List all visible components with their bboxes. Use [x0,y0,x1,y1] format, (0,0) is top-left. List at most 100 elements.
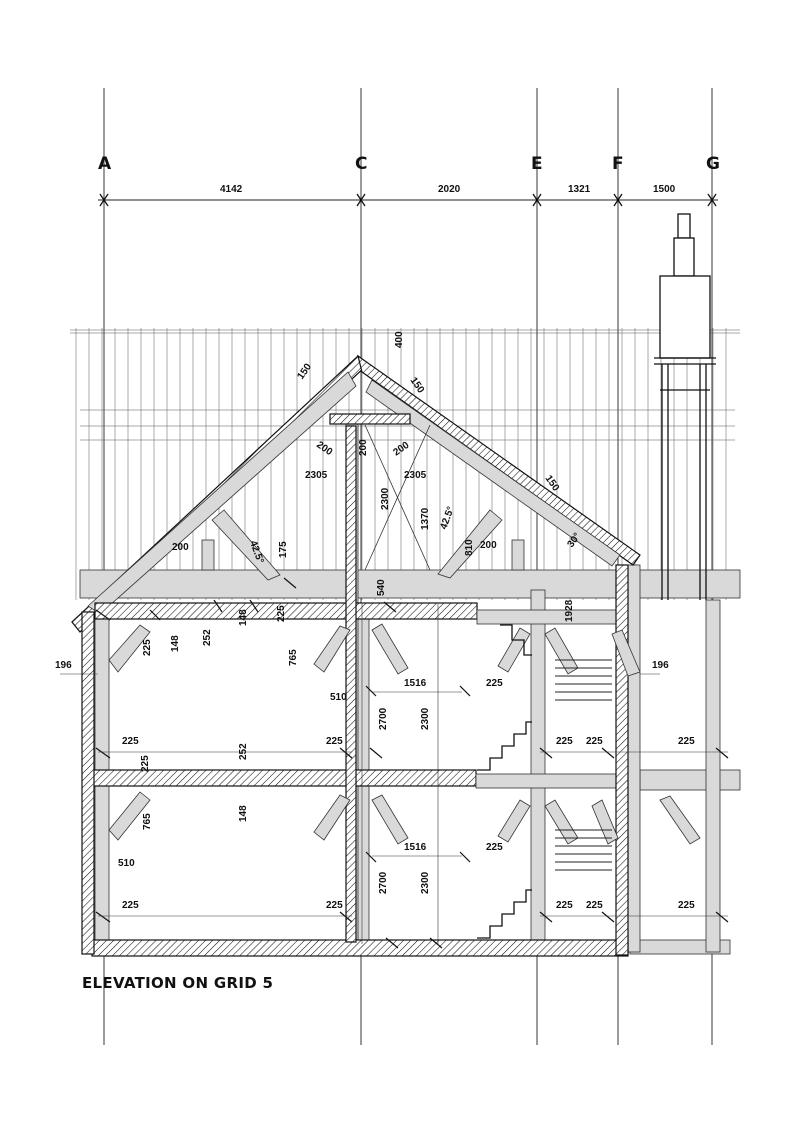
dimension-tick [539,747,553,759]
dim-lower-2300: 2300 [420,871,431,894]
dimension-tick [383,601,397,613]
dim-1370: 1370 [420,507,431,530]
dim-ground-225-e: 225 [556,900,573,911]
dimension-tick [95,609,111,621]
grid-label-a: A [98,154,112,174]
dim-175: 175 [278,541,289,558]
ground-beam [91,939,629,957]
grid-label-c: C [355,154,367,174]
dim-lower-765: 765 [142,813,153,830]
dim-mid-148: 148 [238,805,249,822]
dim-2300-roof: 2300 [380,487,391,510]
dim-brace-765: 765 [288,649,299,666]
dim-mid-225: 225 [140,755,151,772]
dimension-tick [539,911,553,923]
dim-e-f: 1321 [568,184,591,195]
dimension-tick [385,937,399,949]
dimension-tick [339,911,353,923]
dimension-tick [365,851,377,863]
dimension-tick [459,685,471,697]
dimension-tick [339,747,353,759]
dim-ground-225-f: 225 [586,900,603,911]
background-stud-group [75,328,727,600]
dim-span-left: 2305 [305,470,328,481]
dim-brace-510: 510 [330,692,347,703]
dim-first-225-f: 225 [586,736,603,747]
rafter-right [357,354,641,566]
dim-lower-1516: 1516 [404,842,427,853]
dimension-tick [95,911,111,923]
dimension-tick [249,599,259,613]
dim-lower-225-b: 225 [486,842,503,853]
background-beam-lower [639,769,741,791]
dim-2300: 2300 [420,707,431,730]
dim-lower-510: 510 [118,858,135,869]
mid-floor-beam-right [475,773,627,789]
dim-upper-252: 252 [202,629,213,646]
dim-c-e: 2020 [438,184,461,195]
dim-810: 810 [464,539,475,556]
dim-1928: 1928 [564,599,575,622]
floor-braces [108,623,701,845]
grid-label-e: E [531,154,543,174]
dim-ground-225-l: 225 [122,900,139,911]
drawing-title: ELEVATION ON GRID 5 [82,974,273,992]
grid-label-g: G [706,154,720,174]
background-studs [70,329,740,441]
dim-rafter-left: 150 [295,361,314,381]
dim-mid-252: 252 [238,743,249,760]
wall-center [345,425,357,943]
dim-ridge-400: 400 [394,331,405,348]
wall-right [615,564,629,956]
dim-pitch-right: 42.5° [438,505,456,531]
dim-first-225-g: 225 [678,736,695,747]
dim-lower-2700: 2700 [378,871,389,894]
dim-wall-196-right: 196 [652,660,669,671]
dimension-tick [429,937,443,949]
dim-upper-225: 225 [276,605,287,622]
dim-upper-148b: 148 [238,609,249,626]
dimension-tick [601,747,615,759]
dim-a-c: 4142 [220,184,243,195]
dimension-tick [365,685,377,697]
dimension-tick [149,609,161,621]
dimension-tick [95,747,111,759]
dim-2700: 2700 [378,707,389,730]
dimension-tick [601,911,615,923]
dimension-tick [459,851,471,863]
dim-tie-right: 200 [480,540,497,551]
dim-200-c: 200 [391,440,411,459]
dim-wall-196-left: 196 [55,660,72,671]
dim-tie-left: 200 [172,542,189,553]
dim-upper-148: 148 [170,635,181,652]
dimension-tick [369,747,383,759]
wall-left [81,611,95,955]
grid-dimension-line [98,193,718,207]
chimney [654,213,716,600]
dim-first-225-l: 225 [122,736,139,747]
dim-first-225-e: 225 [556,736,573,747]
dim-200-a: 200 [314,439,334,458]
dim-200-b: 200 [358,439,369,456]
dim-f-g: 1500 [653,184,676,195]
dimension-tick [715,911,729,923]
dimension-tick [715,747,729,759]
dim-upper-225-b: 225 [486,678,503,689]
stairs [477,624,612,939]
dim-upper-225-a: 225 [142,639,153,656]
dimension-tick [283,577,297,589]
dim-span-right: 2305 [404,470,427,481]
dim-first-225-c: 225 [326,736,343,747]
collar-beam [329,413,411,425]
upper-floor-beam-right [476,609,628,625]
dim-ground-225-g: 225 [678,900,695,911]
dim-540: 540 [376,579,387,596]
dim-ground-225-c: 225 [326,900,343,911]
dimension-lines [60,577,729,949]
background-beam-upper [79,569,741,599]
roof-braces [201,424,525,581]
dim-span-1516: 1516 [404,678,427,689]
dimension-tick [213,599,223,613]
grid-label-f: F [612,154,624,174]
